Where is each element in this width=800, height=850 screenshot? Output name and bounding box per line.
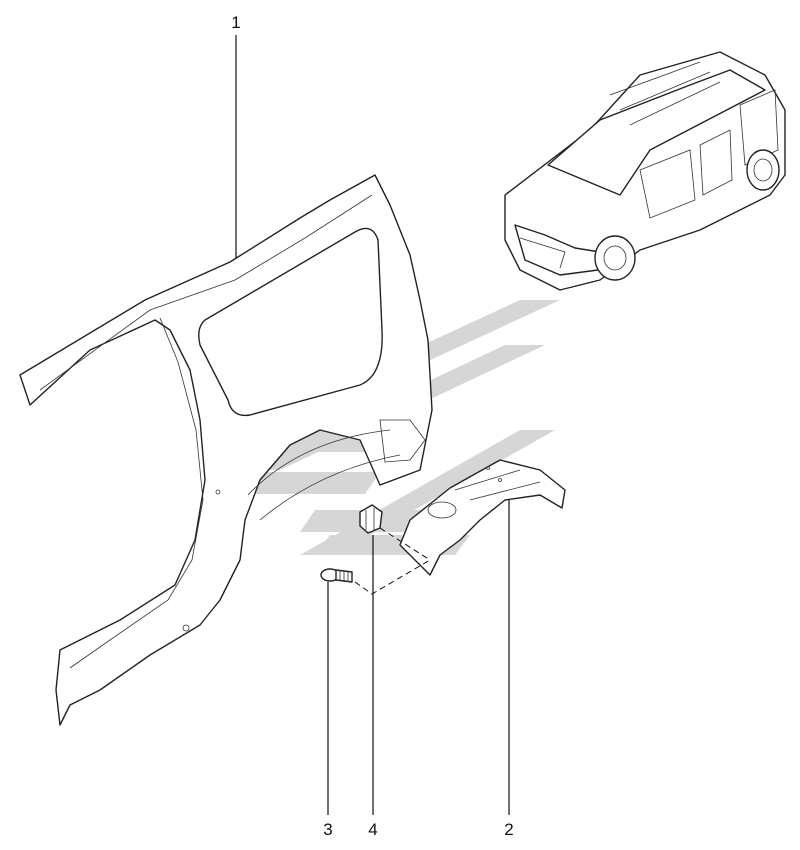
- vehicle-thumbnail-icon: [504, 51, 786, 291]
- callout-part-4: 4: [368, 820, 377, 839]
- side-panel-part-1: [19, 174, 433, 726]
- callout-part-2: 2: [504, 820, 513, 839]
- assembly-lines: [354, 527, 431, 595]
- bracket-part-2: [399, 459, 566, 576]
- callout-part-1: 1: [231, 13, 240, 32]
- callout-part-3: 3: [323, 820, 332, 839]
- callout-labels: 1 2 3 4: [231, 13, 513, 839]
- bolt-part-3: [320, 568, 353, 583]
- clip-part-4: [359, 504, 383, 534]
- leader-lines: [235, 35, 510, 815]
